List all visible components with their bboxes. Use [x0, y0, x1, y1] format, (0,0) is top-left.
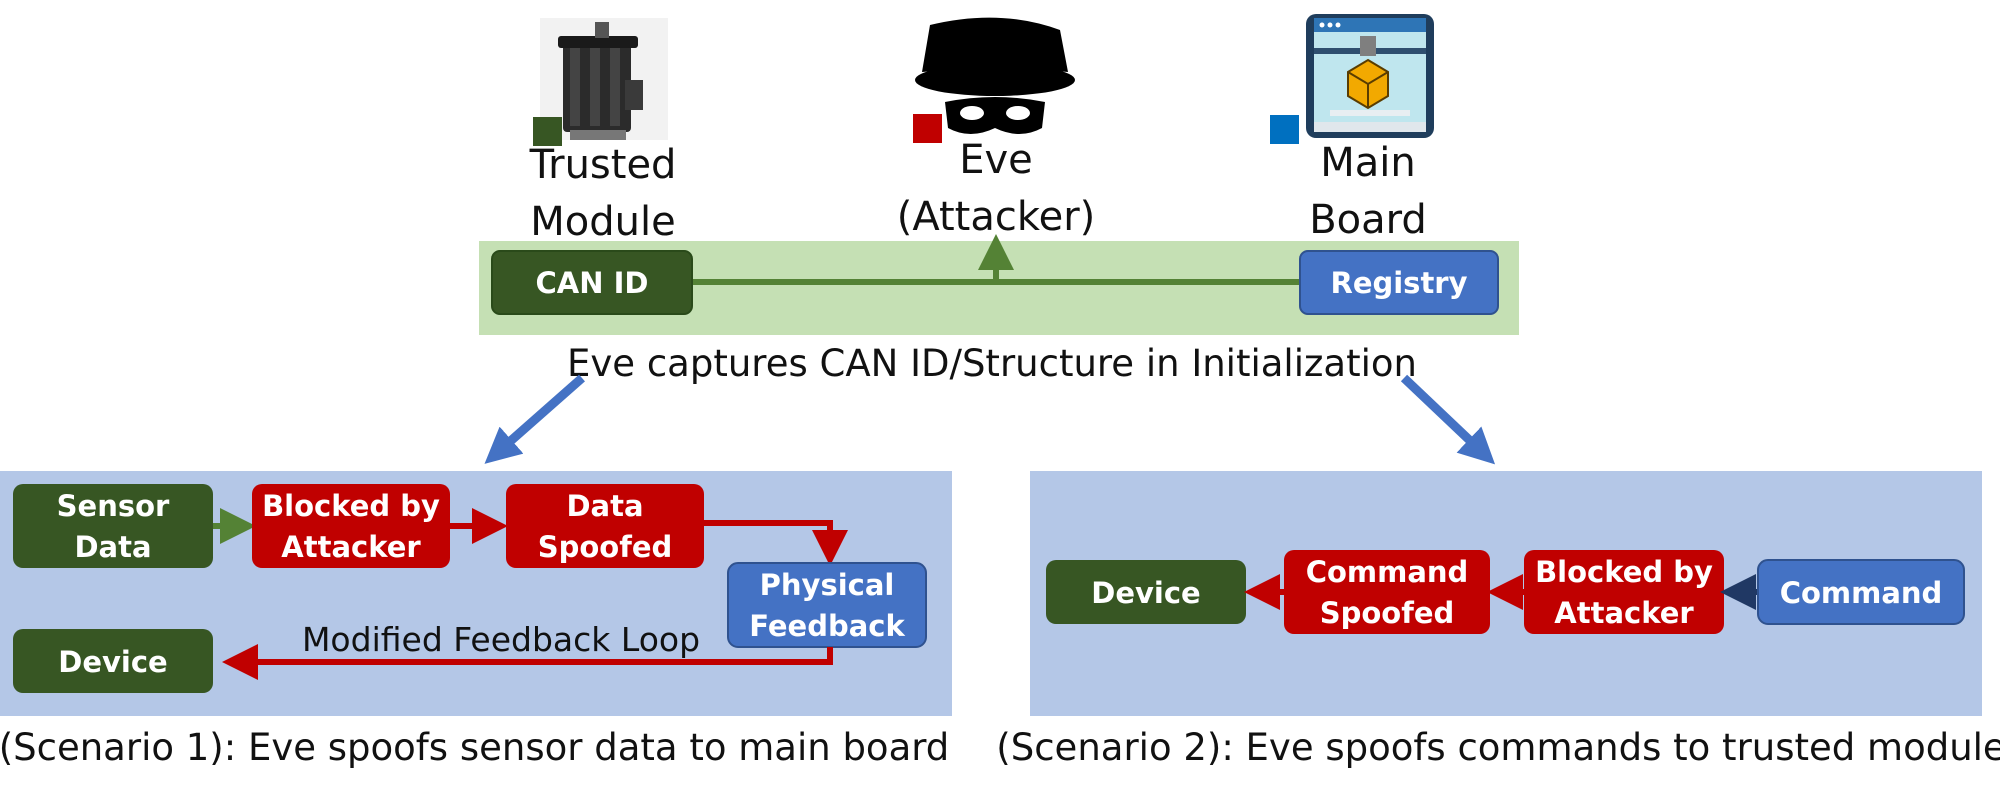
main-label-line2: Board — [1309, 197, 1427, 243]
s1-sensor-line1: Sensor — [57, 489, 170, 523]
s1-blocked-line2: Attacker — [281, 530, 421, 564]
scenario1-device-box: Device — [13, 629, 213, 693]
trusted-color-marker — [533, 117, 562, 146]
eve-label-line1: Eve — [959, 137, 1033, 183]
trusted-label-line1: Trusted — [529, 142, 677, 188]
scenario2-command-spoofed-box: Command Spoofed — [1284, 550, 1490, 634]
trusted-label-line2: Module — [530, 199, 675, 245]
scenario2-command-box: Command — [1757, 559, 1965, 625]
main-label-line1: Main — [1320, 140, 1416, 186]
s1-loop-label: Modified Feedback Loop — [302, 620, 700, 659]
can-id-box — [491, 250, 693, 315]
s1-feedback-line2: Feedback — [749, 609, 905, 643]
s1-sensor-line2: Data — [74, 530, 151, 564]
s1-spoofed-line1: Data — [566, 489, 643, 523]
s1-arrow-spoofed-feedback — [704, 520, 848, 566]
s2-spoofed-line2: Spoofed — [1320, 596, 1455, 630]
s2-blocked-line1: Blocked by — [1535, 555, 1713, 589]
s2-device-label: Device — [1091, 576, 1200, 610]
scenario2-caption: (Scenario 2): Eve spoofs commands to tru… — [996, 726, 2000, 769]
s1-spoofed-line2: Spoofed — [538, 530, 673, 564]
s2-command-label: Command — [1780, 576, 1943, 610]
scenario1-sensor-data-box: Sensor Data — [13, 484, 213, 568]
3d-printer-icon — [1306, 14, 1434, 138]
s1-blocked-line1: Blocked by — [262, 489, 440, 523]
arrow-to-scenario2 — [1400, 374, 1496, 465]
spy-hat-mask-icon — [915, 17, 1075, 134]
scenario1-caption: (Scenario 1): Eve spoofs sensor data to … — [0, 726, 949, 769]
s1-device-label: Device — [58, 645, 167, 679]
can-id-label: CAN ID — [536, 266, 649, 300]
registry-label: Registry — [1330, 266, 1467, 300]
registry-box — [1299, 250, 1499, 315]
main-color-marker — [1270, 115, 1299, 144]
scenario1-data-spoofed-box: Data Spoofed — [506, 484, 704, 568]
scenario1-blocked-box: Blocked by Attacker — [252, 484, 450, 568]
s2-spoofed-line1: Command — [1306, 555, 1469, 589]
s2-blocked-line2: Attacker — [1554, 596, 1694, 630]
eve-color-marker — [913, 114, 942, 143]
scenario2-device-box: Device — [1046, 560, 1246, 624]
arrow-to-scenario1 — [484, 374, 585, 464]
s1-arrow-feedback-device — [222, 644, 833, 680]
s1-feedback-line1: Physical — [760, 568, 895, 602]
scenario1-physical-feedback-box: Physical Feedback — [727, 562, 927, 648]
eve-label-line2: (Attacker) — [897, 194, 1096, 240]
initialization-caption: Eve captures CAN ID/Structure in Initial… — [567, 342, 1417, 385]
scenario2-blocked-box: Blocked by Attacker — [1524, 550, 1724, 634]
